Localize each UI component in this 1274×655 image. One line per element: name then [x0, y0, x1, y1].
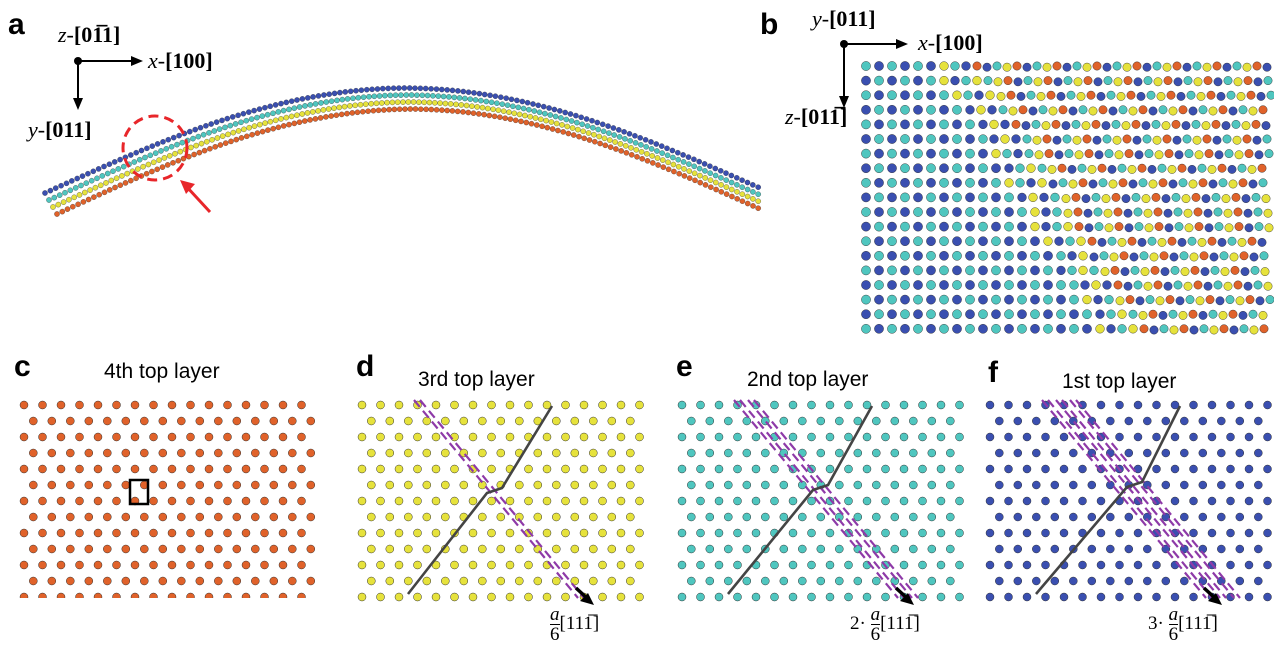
partial-line-pair-3 [1075, 399, 1241, 599]
dislocation-line [1035, 405, 1182, 595]
burgers-vector-e: 2· a 6 [111̅] [850, 604, 920, 645]
partial-line-pair-2 [1061, 399, 1227, 599]
partial-line-1 [733, 399, 899, 599]
panel-label-a: a [8, 8, 25, 41]
highlight-arrow [184, 184, 212, 214]
panel-b-dislocation-core [861, 61, 1274, 335]
panel-label-f: f [988, 356, 998, 389]
panel-title-e: 2nd top layer [747, 368, 869, 391]
partial-line-pair-2 [753, 399, 919, 599]
partial-line-1 [1041, 399, 1207, 599]
dislocation-line [726, 405, 874, 595]
bent-layer-4 [54, 106, 761, 217]
bent-layer-1 [42, 85, 761, 196]
unit-cell-box [128, 478, 150, 506]
panel-c-lattice [19, 400, 316, 598]
panel-title-d: 3rd top layer [418, 368, 535, 391]
axis-label-z-b: z-[011̅] [785, 104, 848, 129]
partial-line-2 [1055, 399, 1221, 599]
burgers-vector-f: 3· a 6 [111̅] [1148, 604, 1218, 645]
highlight-circle [121, 114, 189, 182]
panel-f-lattice [985, 399, 1272, 605]
panel-e-lattice [677, 399, 964, 605]
burgers-vector-d: a 6 [111̅] [550, 604, 600, 645]
bent-layer-3 [50, 99, 761, 210]
partial-line-pair-1 [419, 399, 585, 599]
panel-label-d: d [356, 350, 375, 383]
lattice-atoms [677, 400, 964, 602]
axis-label-y-b: y-[011] [812, 6, 876, 31]
axis-label-y-a: y-[011] [28, 117, 92, 142]
partial-line-pair-1 [739, 399, 905, 599]
panel-a-bent-layers [42, 56, 761, 217]
axis-label-z-a: z-[01̅1] [58, 22, 121, 47]
bent-layer-2 [46, 92, 761, 203]
lattice-atoms [357, 400, 644, 602]
axis-label-x-a: x-[100] [148, 48, 213, 73]
panel-label-e: e [676, 350, 693, 383]
panel-d-lattice [357, 399, 644, 605]
panel-title-c: 4th top layer [104, 360, 220, 383]
partial-line-2 [747, 399, 913, 599]
lattice-atoms [19, 400, 316, 598]
panel-title-f: 1st top layer [1062, 370, 1177, 393]
partial-line-1 [413, 399, 579, 599]
dislocation-line [406, 405, 554, 595]
partial-line-pair-1 [1047, 399, 1213, 599]
lattice-atoms [985, 400, 1272, 602]
partial-line-3 [1069, 399, 1235, 599]
panel-b-axes [839, 39, 908, 108]
panel-label-c: c [14, 350, 31, 383]
panel-label-b: b [760, 8, 779, 41]
axis-label-x-b: x-[100] [918, 30, 983, 55]
